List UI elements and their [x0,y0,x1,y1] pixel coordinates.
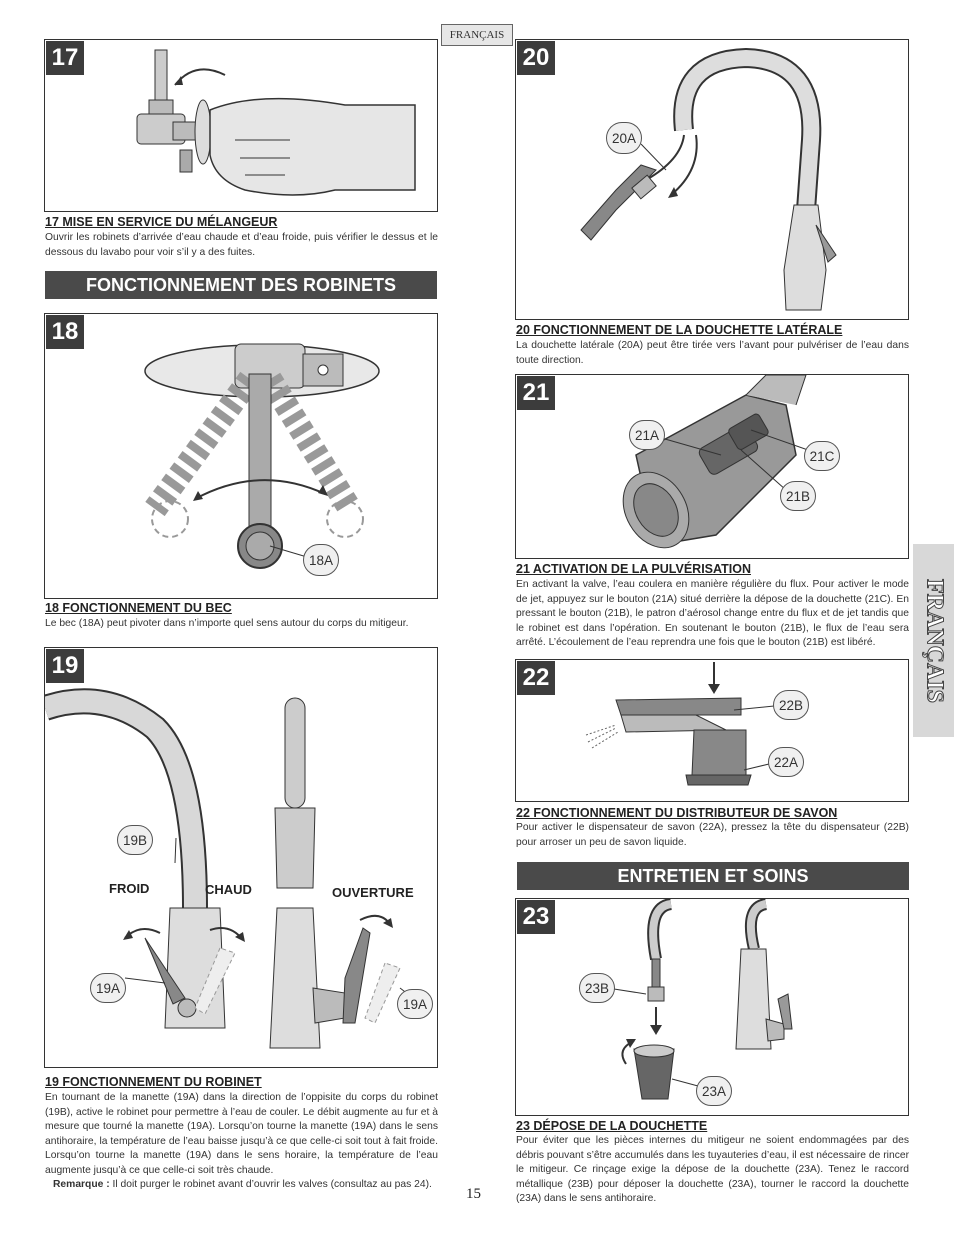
spout-rotation-illustration [144,343,380,569]
step-21-heading: 21 ACTIVATION DE LA PULVÉRISATION [516,562,751,576]
step-number-21: 21 [517,376,555,410]
faucet-handle-illustration [45,688,414,1049]
soap-dispenser-illustration [585,662,775,786]
callout-23b: 23B [579,973,615,1003]
step-18-heading: 18 FONCTIONNEMENT DU BEC [45,601,232,615]
step-23-text: Pour éviter que les pièces internes du m… [516,1135,909,1204]
step-number-22: 22 [517,661,555,695]
step-17-text: Ouvrir les robinets d’arrivée d’eau chau… [45,232,438,258]
step-18-text: Le bec (18A) peut pivoter dans n’importe… [45,618,409,629]
step-17-heading: 17 MISE EN SERVICE DU MÉLANGEUR [45,215,278,229]
callout-23a: 23A [696,1076,732,1106]
step-20-heading: 20 FONCTIONNEMENT DE LA DOUCHETTE LATÉRA… [516,323,843,337]
callout-19a-left: 19A [90,973,126,1003]
language-side-tab: FRANÇAIS [913,544,954,737]
figure-17: 17 [44,39,438,212]
step-19-heading: 19 FONCTIONNEMENT DU ROBINET [45,1075,262,1089]
spray-head-illustration [622,375,809,549]
callout-19a-right: 19A [397,989,433,1019]
label-froid: FROID [109,881,150,896]
label-chaud: CHAUD [205,882,252,897]
language-tag: FRANÇAIS [441,24,513,46]
side-sprayer-illustration [580,47,837,311]
valve-hand-illustration [136,49,416,196]
figure-23: 23 23B 23A [515,898,909,1116]
step-22-heading: 22 FONCTIONNEMENT DU DISTRIBUTEUR DE SAV… [516,806,838,820]
figure-20: 20 20A [515,39,909,320]
callout-21a: 21A [629,420,665,450]
callout-18a: 18A [303,544,339,576]
banner-entretien-soins: ENTRETIEN ET SOINS [517,862,909,890]
step-number-20: 20 [517,41,555,75]
callout-20a: 20A [606,122,642,154]
callout-19b: 19B [117,825,153,855]
step-22-text: Pour activer le dispensateur de savon (2… [516,822,909,848]
language-side-tab-label: FRANÇAIS [921,578,948,703]
step-number-17: 17 [46,41,84,75]
callout-22b: 22B [773,690,809,720]
callout-21c: 21C [804,441,840,471]
callout-21b: 21B [780,481,816,511]
spray-removal-illustration [613,899,793,1100]
step-19-paragraph: En tournant de la manette (19A) dans la … [45,1092,438,1176]
step-number-23: 23 [517,900,555,934]
figure-22: 22 22B 22A [515,659,909,802]
step-23-heading: 23 DÉPOSE DE LA DOUCHETTE [516,1119,708,1133]
step-19-note-label: Remarque : [53,1179,110,1190]
banner-fonctionnement-robinets: FONCTIONNEMENT DES ROBINETS [45,271,437,299]
step-19-note-text: Il doit purger le robinet avant d’ouvrir… [109,1179,432,1190]
figure-21: 21 21A 21C 21B [515,374,909,559]
step-19-text: En tournant de la manette (19A) dans la … [45,1091,438,1193]
step-19-note: Remarque : Il doit purger le robinet ava… [45,1178,438,1193]
callout-22a: 22A [768,747,804,777]
step-number-18: 18 [46,315,84,349]
label-ouverture: OUVERTURE [332,885,414,900]
step-20-text: La douchette latérale (20A) peut être ti… [516,340,909,366]
step-21-text: En activant la valve, l’eau coulera en m… [516,579,909,648]
page-number: 15 [466,1186,481,1202]
figure-19: 19 19B 19A 19A FROID CHAUD OUVERTURE [44,647,438,1068]
step-number-19: 19 [46,649,84,683]
figure-18: 18 18A [44,313,438,599]
